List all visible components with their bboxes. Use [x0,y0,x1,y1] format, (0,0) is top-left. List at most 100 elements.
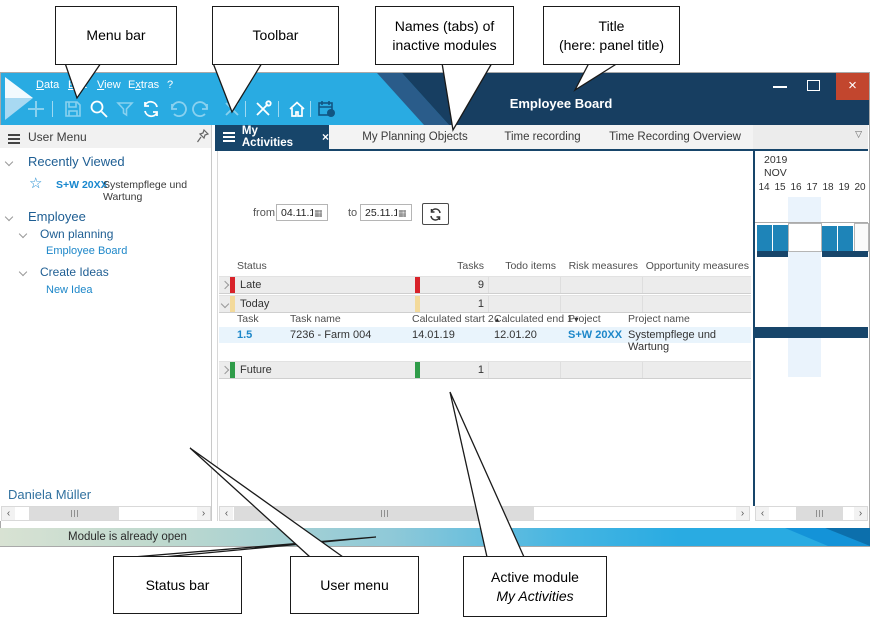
toolbar-separator [278,101,279,117]
collapse-icon[interactable] [18,229,28,239]
callout-title: Title(here: panel title) [543,6,680,65]
scroll-right-icon[interactable]: › [197,507,210,520]
column-header-opportunity-measures[interactable]: Opportunity measures [645,260,749,272]
column-header-todo-items[interactable]: Todo items [505,260,556,272]
expand-icon[interactable] [220,280,230,290]
from-label: from [253,207,275,219]
subcolumn-calculated-start[interactable]: Calculated start 2▲ [412,313,501,325]
subcolumn-project[interactable]: Project [568,313,601,325]
subcolumn-task-name[interactable]: Task name [290,313,341,325]
filter-icon[interactable] [115,99,135,119]
group-label: Today [240,298,270,310]
user-menu-panel: User Menu Recently Viewed ☆ S+W 20XX Sys… [0,125,212,521]
tab-time-recording-overview[interactable]: Time Recording Overview [609,131,741,143]
sort-asc-icon: ▲ [493,317,501,324]
sidebar-item-own-planning[interactable]: Own planning [40,227,114,241]
capacity-bar-empty [788,223,822,252]
minimize-button[interactable] [773,86,787,88]
tools-icon[interactable] [253,99,273,119]
group-task-count: 1 [477,298,484,310]
sidebar-horizontal-scrollbar[interactable]: ‹ › [1,506,211,521]
task-end-date: 12.01.20 [494,329,537,341]
sidebar-link-employee-board[interactable]: Employee Board [46,245,128,257]
collapse-icon[interactable] [220,299,230,309]
group-row-late[interactable]: Late 9 [219,276,751,294]
from-date-input[interactable] [276,204,328,221]
close-button[interactable]: × [836,73,869,100]
maximize-button[interactable] [807,80,820,91]
group-row-future[interactable]: Future 1 [219,361,751,379]
late-status-bar [230,277,235,293]
sidebar-section-employee[interactable]: Employee [28,209,86,224]
sidebar-section-recently-viewed[interactable]: Recently Viewed [28,154,125,169]
search-icon[interactable] [89,99,109,119]
subcolumn-task[interactable]: Task [237,313,259,325]
favorite-star-icon[interactable]: ☆ [29,175,43,192]
task-project-name: Systempflege und Wartung [628,329,717,353]
scrollbar-thumb[interactable] [234,507,534,520]
pin-icon[interactable] [196,129,209,144]
timeline-month: NOV [764,167,787,179]
timeline-horizontal-scrollbar[interactable]: ‹ › [755,506,868,521]
column-header-risk-measures[interactable]: Risk measures [568,260,638,272]
undo-icon[interactable] [167,99,187,119]
task-project-link[interactable]: S+W 20XX [568,329,623,341]
capacity-bar-empty [854,223,869,252]
task-name: 7236 - Farm 004 [290,329,372,341]
task-id-link[interactable]: 1.5 [237,329,253,341]
callout-toolbar: Toolbar [212,6,339,65]
menu-item-view[interactable]: View [97,79,121,91]
tab-menu-icon[interactable] [223,130,235,144]
scroll-left-icon[interactable]: ‹ [756,507,769,520]
capacity-strip [757,251,788,257]
tab-my-planning-objects[interactable]: My Planning Objects [362,131,468,143]
planning-board-icon[interactable] [317,99,337,119]
column-header-status[interactable]: Status [237,260,267,272]
menu-item-extras[interactable]: Extras [128,79,160,91]
scroll-left-icon[interactable]: ‹ [2,507,15,520]
calendar-icon[interactable]: ▦ [314,208,323,218]
scroll-left-icon[interactable]: ‹ [220,507,233,520]
refresh-button[interactable] [422,203,449,225]
toolbar-separator [310,101,311,117]
user-menu-title: User Menu [28,130,87,144]
subcolumn-project-name[interactable]: Project name [628,313,690,325]
calendar-icon[interactable]: ▦ [398,208,407,218]
home-icon[interactable] [287,99,307,119]
to-date-input[interactable] [360,204,412,221]
sidebar-link-new-idea[interactable]: New Idea [46,284,93,296]
tab-time-recording[interactable]: Time recording [504,131,581,143]
redo-icon[interactable] [192,99,212,119]
main-horizontal-scrollbar[interactable]: ‹ › [219,506,750,521]
close-tab-icon[interactable]: × [321,130,329,144]
scroll-right-icon[interactable]: › [736,507,749,520]
subcolumn-calculated-end[interactable]: Calculated end 1▼ [494,313,580,325]
user-menu-icon[interactable] [8,132,20,146]
collapse-icon[interactable] [18,267,28,277]
scrollbar-thumb[interactable] [796,507,843,520]
expand-icon[interactable] [220,365,230,375]
refresh-icon[interactable] [141,99,161,119]
tab-list-dropdown-icon[interactable]: ▽ [855,129,862,139]
recent-item-code[interactable]: S+W 20XX [56,179,108,191]
menu-item-help[interactable]: ? [167,79,174,91]
status-message: Module is already open [68,531,187,543]
scroll-right-icon[interactable]: › [854,507,867,520]
menu-item-edit[interactable]: Edit [68,79,87,91]
menu-item-data[interactable]: Data [36,79,60,91]
scrollbar-thumb[interactable] [29,507,119,520]
recent-item-name[interactable]: Systempflege und Wartung [103,179,188,203]
save-icon[interactable] [63,99,83,119]
column-header-tasks[interactable]: Tasks [457,260,484,272]
task-row[interactable]: 1.5 7236 - Farm 004 14.01.19 12.01.20 S+… [219,327,751,353]
tab-my-activities[interactable]: My Activities × [215,125,329,149]
collapse-icon[interactable] [4,157,14,167]
sidebar-item-create-ideas[interactable]: Create Ideas [40,265,109,279]
collapse-icon[interactable] [4,212,14,222]
callout-user-menu: User menu [290,556,419,614]
add-icon[interactable] [26,99,46,119]
task-gantt-bar[interactable] [755,327,868,338]
group-row-today[interactable]: Today 1 [219,295,751,313]
delete-icon[interactable] [222,99,242,119]
